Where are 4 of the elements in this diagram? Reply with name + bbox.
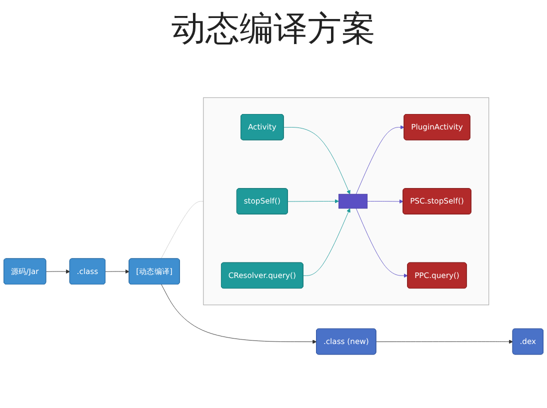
node-box	[338, 194, 368, 209]
slide-title: 动态编译方案	[170, 8, 376, 51]
connector	[160, 201, 204, 259]
cluster	[203, 97, 490, 306]
